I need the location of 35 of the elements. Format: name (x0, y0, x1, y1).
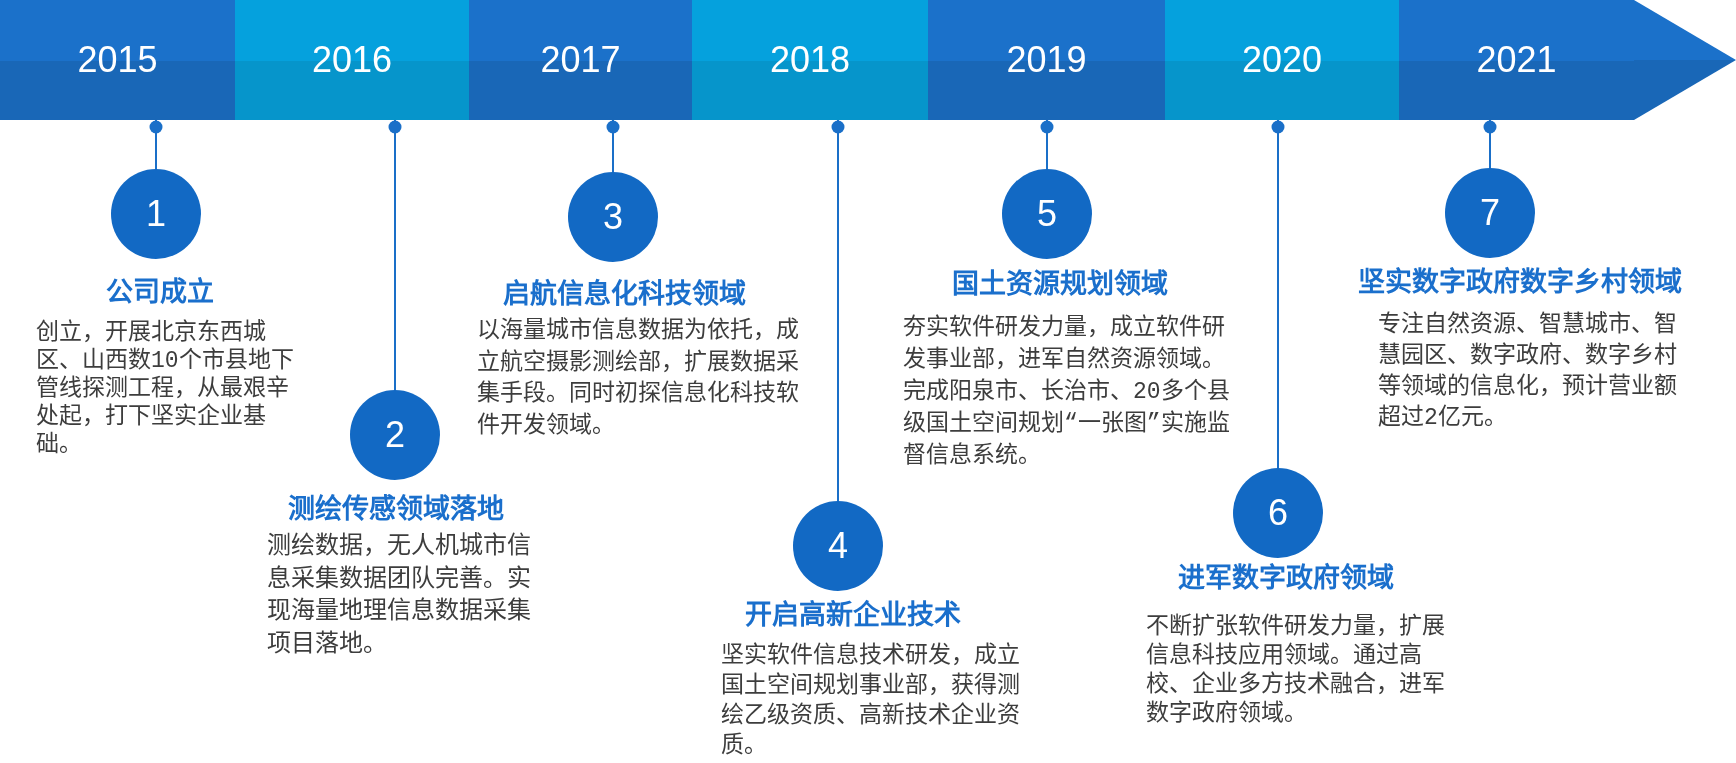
year-segment: 2018 (692, 0, 928, 120)
milestone-title: 启航信息化科技领域 (502, 278, 746, 310)
connector-line (1271, 119, 1285, 469)
milestone-title: 开启高新企业技术 (745, 599, 961, 631)
milestone-description: 夯实软件研发力量，成立软件研发事业部，进军自然资源领域。完成阳泉市、长治市、20多个县级国土空间规划“一张图”实施监督信息系统。 (903, 313, 1230, 471)
year-segment: 2019 (928, 0, 1165, 120)
number-circle: 5 (1002, 169, 1092, 259)
number-circle: 2 (350, 390, 440, 480)
year-segment: 2021 (1399, 0, 1634, 120)
milestone-title: 国土资源规划领域 (952, 268, 1168, 300)
milestone-title: 坚实数字政府数字乡村领域 (1358, 266, 1682, 298)
milestone-description: 不断扩张软件研发力量，扩展信息科技应用领域。通过高校、企业多方技术融合，进军数字政府领域。 (1146, 613, 1446, 729)
year-segment: 2020 (1165, 0, 1399, 120)
number-circle: 7 (1445, 168, 1535, 258)
number-circle: 1 (111, 169, 201, 259)
number-circle: 3 (568, 172, 658, 262)
number-circle: 4 (793, 501, 883, 591)
milestone-title: 进军数字政府领域 (1178, 562, 1394, 594)
number-circle: 6 (1233, 468, 1323, 558)
year-segment: 2015 (0, 0, 235, 120)
milestone-description: 测绘数据，无人机城市信息采集数据团队完善。实现海量地理信息数据采集项目落地。 (267, 531, 531, 660)
milestone-description: 以海量城市信息数据为依托，成立航空摄影测绘部，扩展数据采集手段。同时初探信息化科技软件开发领域。 (477, 316, 800, 441)
milestone-description: 坚实软件信息技术研发，成立国土空间规划事业部，获得测绘乙级资质、高新技术企业资质。 (721, 641, 1021, 761)
connector-line (388, 119, 402, 391)
milestone-title: 公司成立 (106, 276, 214, 308)
milestone-title: 测绘传感领域落地 (288, 493, 504, 525)
milestone-description: 创立，开展北京东西城区、山西数10个市县地下管线探测工程，从最艰辛处起，打下坚实企业基础。 (36, 319, 294, 459)
connector-line (1040, 119, 1054, 170)
year-segment: 2017 (469, 0, 692, 120)
connector-line (606, 119, 620, 173)
connector-line (149, 119, 163, 170)
milestone-description: 专注自然资源、智慧城市、智慧园区、数字政府、数字乡村等领域的信息化，预计营业额超过2亿元。 (1378, 310, 1678, 433)
connector-line (1483, 119, 1497, 169)
year-segment: 2016 (235, 0, 469, 120)
connector-line (831, 119, 845, 502)
